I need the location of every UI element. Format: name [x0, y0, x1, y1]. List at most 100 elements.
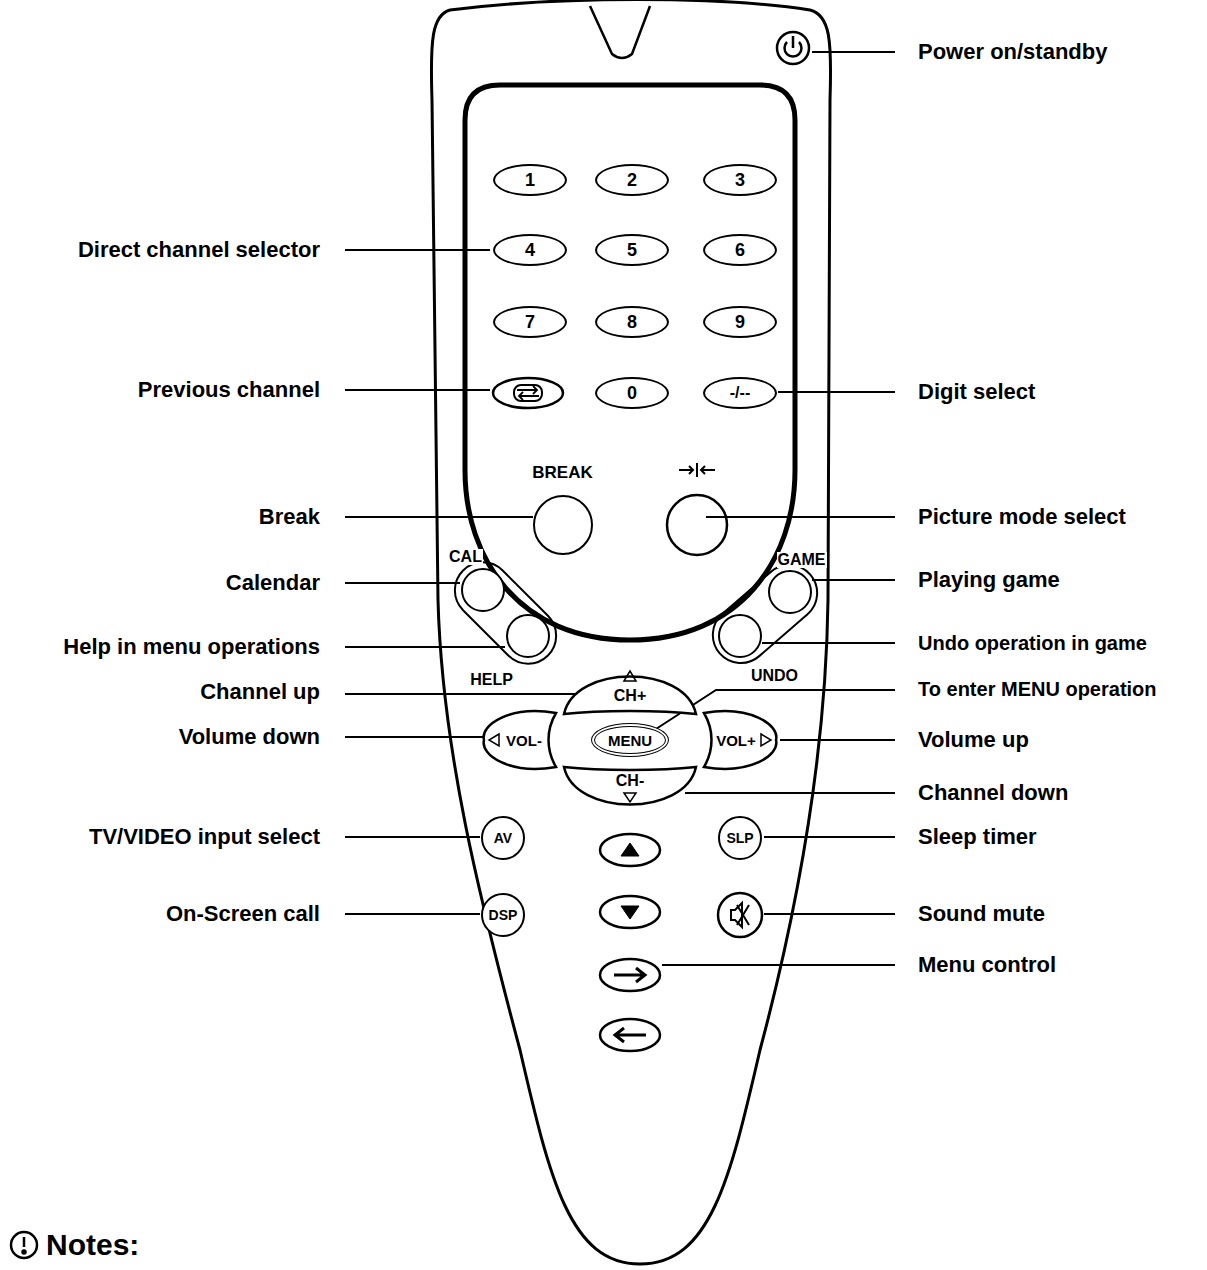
oval-button: 6 [703, 234, 777, 266]
power-button [777, 32, 809, 64]
button-label: VOL+ [716, 733, 756, 748]
leader-lines [345, 52, 895, 965]
menu-control-buttons [600, 959, 660, 991]
round-button: HELP [506, 614, 550, 658]
round-button: BREAK [533, 495, 593, 555]
button-label: CH- [616, 773, 644, 789]
oval-button: 0 [595, 377, 669, 409]
picture-mode-button [701, 466, 715, 474]
picture-mode-button [696, 463, 698, 477]
mute-button [718, 893, 762, 937]
callout-label: Volume up [918, 728, 1029, 752]
callout-label: Channel down [918, 781, 1068, 805]
oval-button: -/-- [703, 377, 777, 409]
button-label: 8 [627, 313, 637, 331]
callout-label: Digit select [918, 380, 1035, 404]
button-label: 6 [735, 241, 745, 259]
oval-button: 8 [595, 306, 669, 338]
oval-button: 5 [595, 234, 669, 266]
dpad-button: VOL- [480, 705, 560, 775]
button-label: 4 [525, 241, 535, 259]
remote-body [590, 6, 650, 58]
menu-control-buttons [600, 896, 660, 928]
callout-label: On-Screen call [166, 902, 320, 926]
leader-lines [706, 516, 895, 518]
button-label: VOL- [506, 733, 542, 748]
button-pair-rings [443, 551, 828, 675]
callout-label: Direct channel selector [78, 238, 320, 262]
button-caption: BREAK [531, 464, 593, 481]
menu-control-buttons [600, 1019, 660, 1051]
dpad-button: CH+ [560, 662, 700, 718]
leader-lines [345, 913, 480, 915]
keypad-panel [465, 85, 795, 640]
callout-label: Playing game [918, 568, 1060, 592]
power-button [777, 32, 809, 64]
mute-button [731, 903, 742, 927]
menu-control-buttons [615, 1028, 646, 1042]
dpad-button: VOL+ [700, 705, 780, 775]
callout-label: Break [259, 505, 320, 529]
direction-triangle [624, 793, 636, 802]
button-caption: GAME [777, 552, 827, 568]
button-label: SLP [726, 831, 753, 845]
button-label: 7 [525, 313, 535, 331]
button-caption: CAL [448, 549, 483, 565]
notes-icon [11, 1232, 37, 1258]
callout-label: TV/VIDEO input select [89, 825, 320, 849]
callout-label: Sound mute [918, 902, 1045, 926]
oval-button: 9 [703, 306, 777, 338]
button-label: CH+ [614, 688, 646, 704]
leader-lines [764, 913, 895, 915]
notes-heading: Notes: [46, 1228, 139, 1261]
leader-lines [812, 51, 895, 53]
button-label: MENU [608, 733, 652, 748]
callout-label: Previous channel [138, 378, 320, 402]
callout-label: Calendar [226, 571, 320, 595]
button-label: DSP [489, 908, 518, 922]
oval-button: 1 [493, 164, 567, 196]
button-caption: UNDO [750, 668, 799, 684]
round-button: AV [481, 816, 525, 860]
remote-body [431, 0, 830, 1264]
leader-lines [685, 792, 895, 794]
button-label: 5 [627, 241, 637, 259]
menu-control-buttons [600, 834, 660, 1051]
menu-control-buttons [600, 834, 660, 866]
leader-lines [764, 836, 895, 838]
button-caption: HELP [469, 672, 514, 688]
power-button [792, 36, 795, 48]
button-outline [560, 763, 700, 819]
callout-label: Picture mode select [918, 505, 1126, 529]
direction-triangle [761, 734, 771, 746]
round-button: SLP [718, 816, 762, 860]
leader-lines [662, 964, 895, 966]
button-outline [564, 767, 696, 805]
leader-lines [345, 646, 505, 648]
leader-lines [345, 516, 533, 518]
callout-label: Volume down [179, 725, 320, 749]
oval-button: MENU [591, 723, 669, 757]
button-label: 9 [735, 313, 745, 331]
callout-label: To enter MENU operation [918, 678, 1157, 700]
callout-label: Undo operation in game [918, 632, 1147, 654]
leader-lines [345, 389, 490, 391]
round-button: DSP [481, 893, 525, 937]
leader-lines [778, 391, 895, 393]
leader-lines [345, 693, 600, 695]
oval-button: 4 [493, 234, 567, 266]
menu-control-buttons [614, 968, 645, 982]
oval-button: 2 [595, 164, 669, 196]
callout-label: Channel up [200, 680, 320, 704]
button-label: AV [494, 831, 512, 845]
button-label: 1 [525, 171, 535, 189]
button-pair-rings [701, 554, 828, 675]
button-label: 2 [627, 171, 637, 189]
leader-lines [762, 642, 895, 644]
oval-button: 3 [703, 164, 777, 196]
leader-lines [780, 739, 895, 741]
previous-channel-button [517, 386, 539, 400]
direction-triangle [489, 734, 499, 746]
notes-icon [23, 1237, 26, 1247]
